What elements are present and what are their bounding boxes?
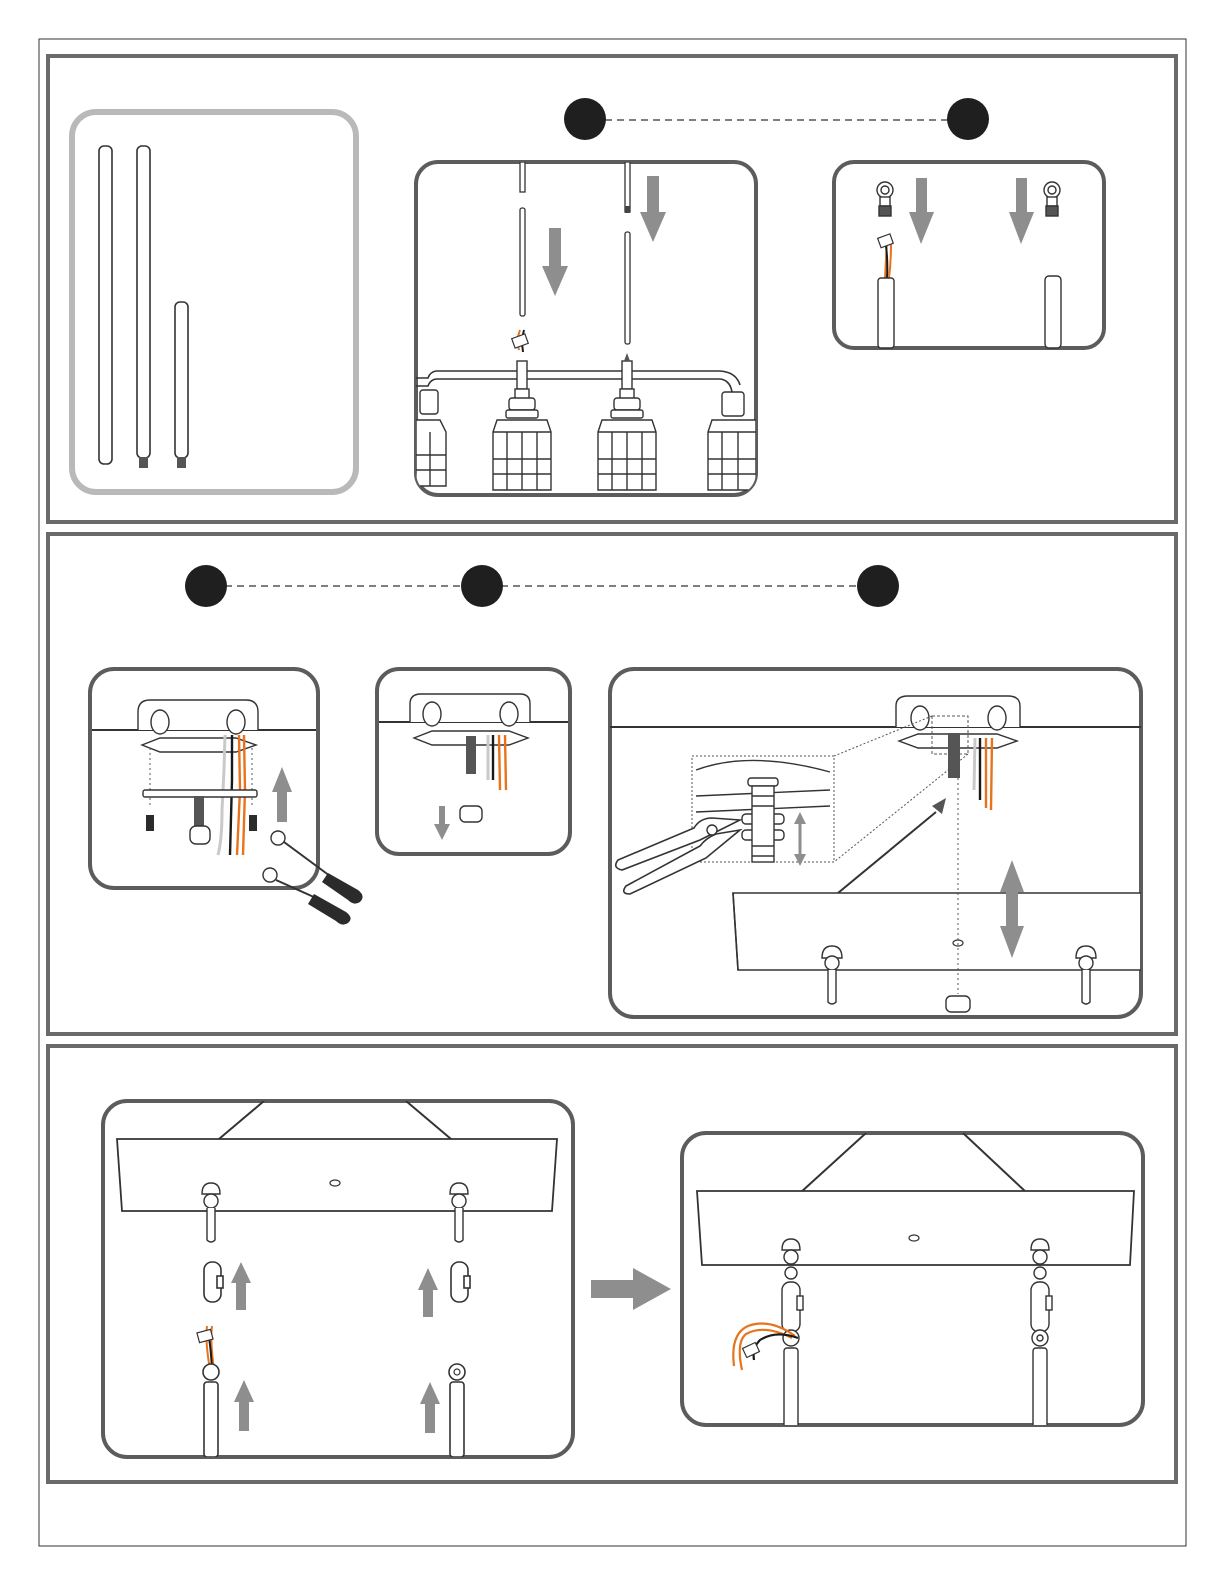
step-dot-2	[947, 98, 989, 140]
quick-link-left	[204, 1262, 223, 1302]
hung-result-panel	[682, 1133, 1143, 1428]
step-dot-1	[185, 565, 227, 607]
eye-hooks-panel	[834, 162, 1104, 348]
rods-into-fixture-panel	[416, 162, 756, 495]
section-middle	[48, 534, 1176, 1034]
canopy-panel	[610, 669, 1141, 1017]
chain-assembly-panel	[103, 1101, 573, 1457]
rod-long-plain	[99, 146, 112, 464]
screw-icon	[146, 815, 154, 831]
rod-short-threaded	[175, 302, 188, 468]
step-dot-3	[857, 565, 899, 607]
rod-long-threaded	[137, 146, 150, 468]
section-bottom	[48, 1046, 1176, 1482]
section-top	[48, 56, 1176, 522]
parts-panel	[72, 112, 356, 492]
step-dot-2	[461, 565, 503, 607]
step-indicator-middle	[185, 565, 899, 607]
arrow-right-icon	[591, 1268, 671, 1310]
quick-link-right	[451, 1262, 470, 1302]
eye-hook-right	[1044, 182, 1060, 216]
parts-panel-frame	[72, 112, 356, 492]
screw-icon	[249, 815, 257, 831]
nipple-nut-panel	[377, 669, 570, 854]
step-dot-1	[564, 98, 606, 140]
step-indicator-top	[564, 98, 989, 140]
eye-hook-left	[877, 182, 893, 216]
mounting-strap-panel	[90, 669, 318, 888]
